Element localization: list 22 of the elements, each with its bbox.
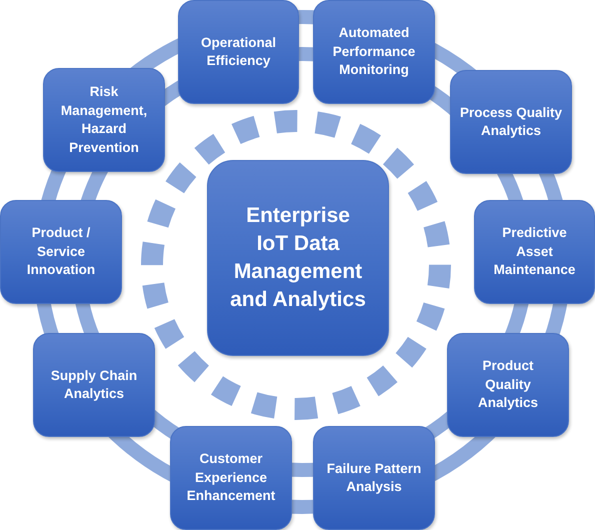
- rounded-box: [474, 200, 595, 304]
- rounded-box: [447, 333, 569, 437]
- hub-box: [207, 160, 389, 356]
- rounded-box: [0, 200, 122, 304]
- box-label: Process Quality Analytics: [458, 104, 564, 140]
- box-label: Risk Management, Hazard Prevention: [60, 83, 148, 156]
- rounded-box: [313, 426, 435, 530]
- box-label: Product Quality Analytics: [476, 357, 540, 412]
- box-label: Product / Service Innovation: [26, 224, 96, 280]
- box-label: Operational Efficiency: [200, 34, 277, 70]
- rounded-box: [450, 70, 572, 174]
- rounded-box: [170, 426, 292, 530]
- box-label: Automated Performance Monitoring: [332, 24, 416, 80]
- box-label: Predictive Asset Maintenance: [492, 224, 576, 280]
- rounded-box: [178, 0, 299, 104]
- box-label: Supply Chain Analytics: [50, 366, 138, 403]
- rounded-box: [33, 333, 155, 437]
- rounded-box: [43, 68, 165, 172]
- box-label: Failure Pattern Analysis: [326, 460, 422, 496]
- box-label: Customer Experience Enhancement: [186, 450, 276, 506]
- hub-title: Enterprise IoT Data Management and Analytics: [229, 203, 367, 313]
- rounded-box: [313, 0, 435, 104]
